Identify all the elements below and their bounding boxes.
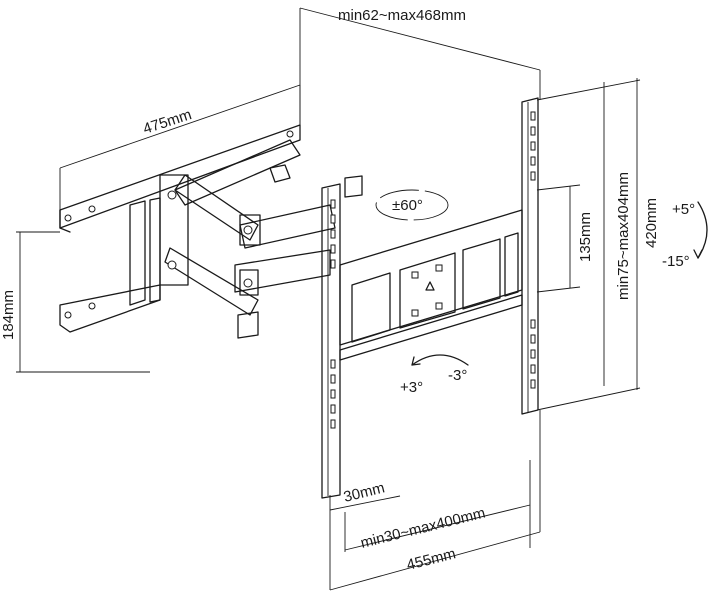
vesa-horizontal-label: min30~max400mm [359, 504, 487, 551]
dimension-lines [16, 7, 641, 591]
wall-plate-height-label: 184mm [0, 290, 17, 340]
rotation-arrows [375, 189, 708, 366]
labels: 475mm 184mm min62~max468mm min75~max404m… [0, 7, 695, 574]
min-spacing-label: 30mm [342, 479, 387, 506]
bracket-height-label: 420mm [643, 198, 660, 248]
level-plus-label: +3° [400, 379, 423, 396]
tilt-down-label: -15° [662, 253, 690, 270]
swing-arms [164, 139, 363, 339]
vesa-vertical-label: min75~max404mm [615, 172, 632, 300]
extension-label: min62~max468mm [338, 7, 466, 24]
bracket-width-label: 455mm [405, 545, 458, 574]
wall-plate-width-label: 475mm [141, 106, 194, 138]
tv-bracket [321, 97, 539, 499]
rail-slots [330, 111, 536, 429]
wall-plate [59, 124, 301, 333]
level-minus-label: -3° [448, 367, 467, 384]
swivel-label: ±60° [392, 197, 423, 214]
tilt-up-label: +5° [672, 201, 695, 218]
rail-spacing-label: 135mm [577, 212, 594, 262]
